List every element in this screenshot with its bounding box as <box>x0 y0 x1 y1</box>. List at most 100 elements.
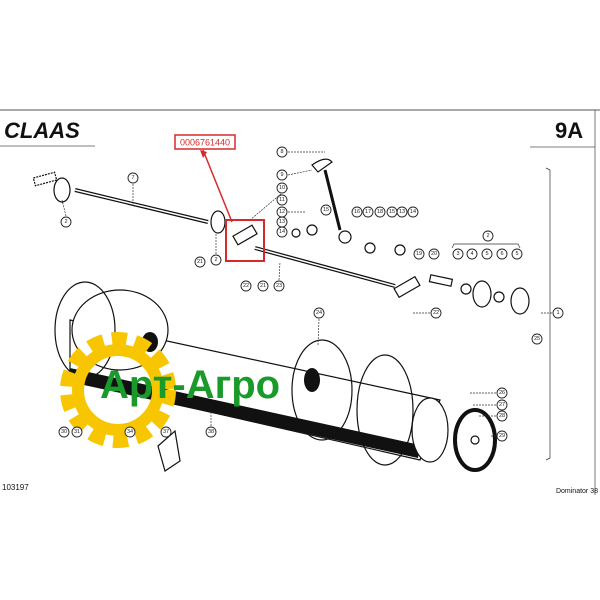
callout-label: 13 <box>399 209 405 215</box>
callout-18[interactable]: 18 <box>374 206 386 218</box>
bearing-6 <box>493 291 505 303</box>
callout-25[interactable]: 25 <box>531 333 543 345</box>
callout-label: 2 <box>64 219 67 225</box>
coupling <box>32 171 58 187</box>
callout-label: 2 <box>486 233 489 239</box>
callout-27[interactable]: 27 <box>496 399 508 411</box>
callout-34[interactable]: 34 <box>124 426 136 438</box>
callout-5[interactable]: 5 <box>481 248 493 260</box>
callout-11[interactable]: 11 <box>276 194 288 206</box>
callout-4[interactable]: 4 <box>466 248 478 260</box>
callout-15[interactable]: 15 <box>386 206 398 218</box>
callout-19[interactable]: 19 <box>413 248 425 260</box>
callout-5[interactable]: 5 <box>511 248 523 260</box>
assembly-bracket <box>545 167 551 461</box>
callout-22[interactable]: 22 <box>240 280 252 292</box>
callout-23[interactable]: 23 <box>273 280 285 292</box>
shaft-23 <box>254 246 396 288</box>
callout-20[interactable]: 20 <box>428 248 440 260</box>
callout-12[interactable]: 12 <box>276 206 288 218</box>
bearing-left <box>53 177 71 203</box>
callout-label: 3 <box>456 251 459 257</box>
highlight-box <box>225 219 265 262</box>
claas-logo: CLAAS <box>4 118 80 143</box>
bearing-bracket <box>232 224 258 246</box>
clamp-9 <box>311 158 333 173</box>
bush-15 <box>306 224 318 236</box>
callout-29[interactable]: 29 <box>496 430 508 442</box>
callout-24[interactable]: 24 <box>313 307 325 319</box>
callout-3[interactable]: 3 <box>452 248 464 260</box>
drawing-number: 103197 <box>2 483 29 492</box>
callout-8[interactable]: 8 <box>276 146 288 158</box>
callout-9[interactable]: 9 <box>276 169 288 181</box>
callout-label: 27 <box>499 402 505 408</box>
callout-13[interactable]: 13 <box>276 216 288 228</box>
flange-5 <box>472 280 492 308</box>
callout-label: 8 <box>280 149 283 155</box>
callout-15[interactable]: 15 <box>320 204 332 216</box>
callout-label: 31 <box>74 429 80 435</box>
callout-1[interactable]: 1 <box>552 307 564 319</box>
callout-14[interactable]: 14 <box>407 206 419 218</box>
flange-5b <box>510 287 530 315</box>
highlight-arrow <box>202 149 233 223</box>
callout-2[interactable]: 2 <box>482 230 494 242</box>
part-number[interactable]: 0006761440 <box>180 138 230 148</box>
callout-30[interactable]: 30 <box>58 426 70 438</box>
callout-label: 16 <box>354 209 360 215</box>
callout-label: 9 <box>280 172 283 178</box>
callout-13[interactable]: 13 <box>396 206 408 218</box>
callout-14[interactable]: 14 <box>276 226 288 238</box>
callout-label: 26 <box>499 390 505 396</box>
callout-21[interactable]: 21 <box>194 256 206 268</box>
callout-label: 6 <box>500 251 503 257</box>
callout-label: 23 <box>276 283 282 289</box>
callout-17[interactable]: 17 <box>362 206 374 218</box>
callout-label: 12 <box>279 209 285 215</box>
callout-label: 22 <box>243 283 249 289</box>
callout-16[interactable]: 16 <box>351 206 363 218</box>
callout-label: 22 <box>433 310 439 316</box>
callout-6[interactable]: 6 <box>496 248 508 260</box>
bush-15b <box>364 242 376 254</box>
bracket-37 <box>157 429 181 472</box>
leader-lines <box>61 151 552 437</box>
watermark-logo: Арт-Агро <box>60 332 280 448</box>
callout-label: 2 <box>214 257 217 263</box>
callout-10[interactable]: 10 <box>276 182 288 194</box>
callout-38[interactable]: 38 <box>205 426 217 438</box>
group-bracket <box>451 243 521 249</box>
callout-2[interactable]: 2 <box>60 216 72 228</box>
callout-label: 5 <box>485 251 488 257</box>
callout-label: 15 <box>323 207 329 213</box>
callout-26[interactable]: 26 <box>496 387 508 399</box>
tie-rod <box>323 169 342 231</box>
callout-2[interactable]: 2 <box>210 254 222 266</box>
part-number-box <box>174 134 236 150</box>
shaft-7 <box>74 188 209 224</box>
callout-label: 30 <box>61 429 67 435</box>
callout-31[interactable]: 31 <box>71 426 83 438</box>
callout-label: 5 <box>515 251 518 257</box>
callout-label: 25 <box>534 336 540 342</box>
callout-label: 20 <box>431 251 437 257</box>
callout-7[interactable]: 7 <box>127 172 139 184</box>
callout-37[interactable]: 37 <box>160 426 172 438</box>
callout-label: 24 <box>316 310 322 316</box>
callout-22[interactable]: 22 <box>430 307 442 319</box>
callout-21[interactable]: 21 <box>257 280 269 292</box>
callout-label: 37 <box>163 429 169 435</box>
callout-label: 34 <box>127 429 133 435</box>
callout-label: 11 <box>279 197 285 203</box>
model-name: Dominator 38 <box>556 488 598 495</box>
callout-28[interactable]: 28 <box>496 410 508 422</box>
callout-label: 18 <box>377 209 383 215</box>
callout-label: 14 <box>410 209 416 215</box>
callout-label: 17 <box>365 209 371 215</box>
bracket-19 <box>393 275 421 299</box>
nut-14a <box>291 228 301 238</box>
callout-label: 1 <box>556 310 559 316</box>
